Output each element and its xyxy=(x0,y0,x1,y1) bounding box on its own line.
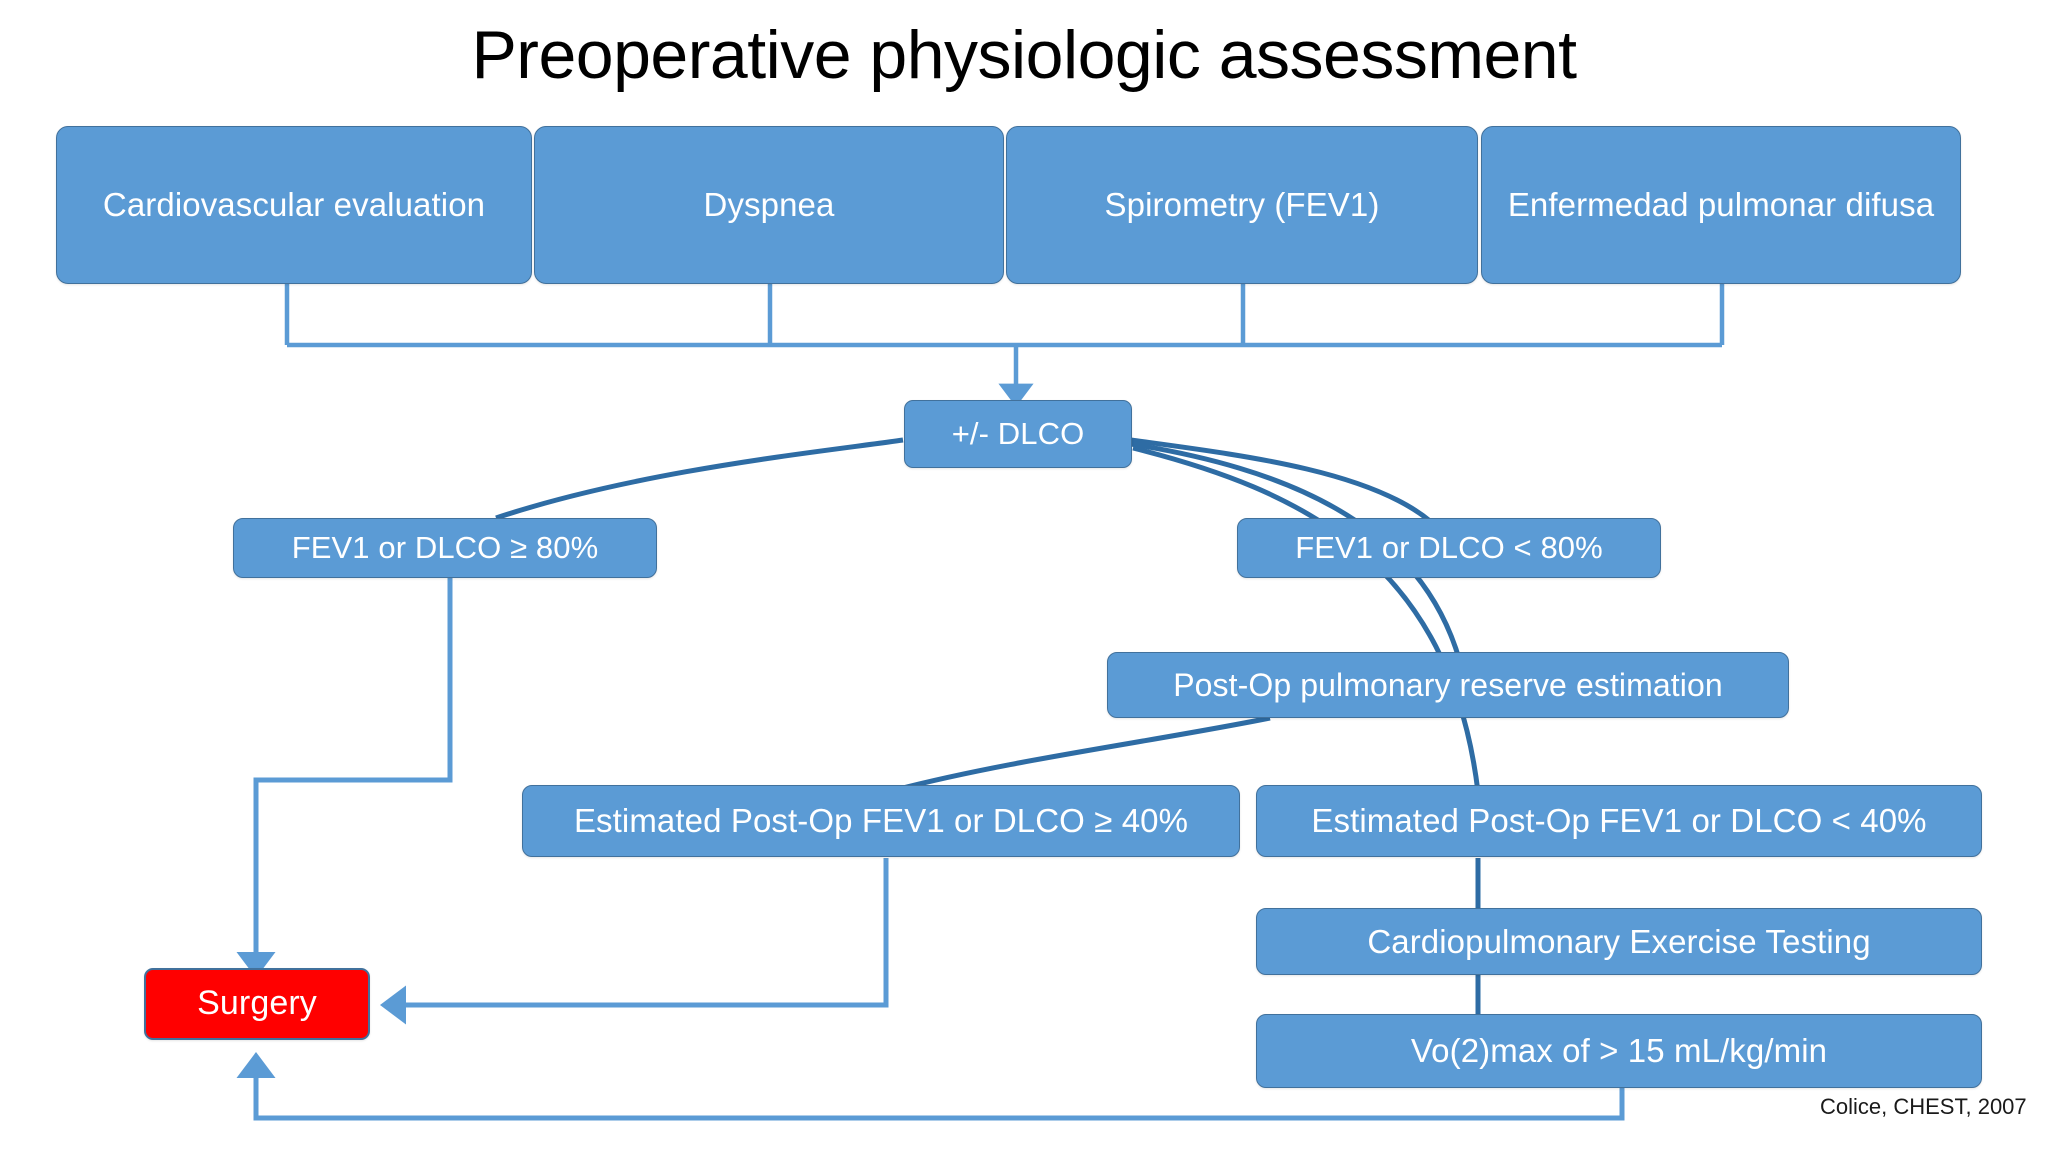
node-label: Enfermedad pulmonar difusa xyxy=(1507,186,1935,224)
fev-ge-80-to-surgery-elbow xyxy=(236,578,453,978)
dlco-to-est-lt-40-curve xyxy=(1132,445,1481,793)
node-label: Spirometry (FEV1) xyxy=(1104,186,1380,224)
node-label: Vo(2)max of > 15 mL/kg/min xyxy=(1410,1032,1828,1070)
node-label: FEV1 or DLCO ≥ 80% xyxy=(291,530,599,566)
node-estimated-postop-lt-40[interactable]: Estimated Post-Op FEV1 or DLCO < 40% xyxy=(1256,785,1982,857)
node-label: Cardiopulmonary Exercise Testing xyxy=(1367,922,1871,960)
node-surgery[interactable]: Surgery xyxy=(144,968,370,1040)
node-fev1-dlco-ge-80[interactable]: FEV1 or DLCO ≥ 80% xyxy=(233,518,657,578)
postop-reserve-to-est-ge-40-curve xyxy=(894,715,1271,793)
node-label: Cardiovascular evaluation xyxy=(102,186,486,224)
node-fev1-dlco-lt-80[interactable]: FEV1 or DLCO < 80% xyxy=(1237,518,1661,578)
node-vo2max[interactable]: Vo(2)max of > 15 mL/kg/min xyxy=(1256,1014,1982,1088)
top-bus-connector xyxy=(284,284,1725,348)
node-label: FEV1 or DLCO < 80% xyxy=(1295,530,1603,566)
node-spirometry-fev1[interactable]: Spirometry (FEV1) xyxy=(1006,126,1478,284)
node-label: Estimated Post-Op FEV1 or DLCO < 40% xyxy=(1311,802,1927,840)
citation-text: Colice, CHEST, 2007 xyxy=(1820,1094,2027,1119)
page-title: Preoperative physiologic assessment xyxy=(471,17,1577,93)
dlco-to-fev-ge-80-curve xyxy=(495,437,904,521)
node-label: Estimated Post-Op FEV1 or DLCO ≥ 40% xyxy=(573,802,1189,840)
node-dyspnea[interactable]: Dyspnea xyxy=(534,126,1004,284)
node-estimated-postop-ge-40[interactable]: Estimated Post-Op FEV1 or DLCO ≥ 40% xyxy=(522,785,1240,857)
node-enfermedad-pulmonar-difusa[interactable]: Enfermedad pulmonar difusa xyxy=(1481,126,1961,284)
node-label: +/- DLCO xyxy=(951,416,1085,452)
node-cardiopulmonary-exercise-testing[interactable]: Cardiopulmonary Exercise Testing xyxy=(1256,908,1982,975)
node-postop-pulmonary-reserve-estimation[interactable]: Post-Op pulmonary reserve estimation xyxy=(1107,652,1789,718)
node-label: Dyspnea xyxy=(703,186,835,224)
node-label: Post-Op pulmonary reserve estimation xyxy=(1173,666,1723,703)
node-dlco[interactable]: +/- DLCO xyxy=(904,400,1132,468)
node-label: Surgery xyxy=(197,984,317,1023)
est-ge-40-to-surgery-elbow xyxy=(380,858,889,1025)
dlco-to-fev-lt-80-curve xyxy=(1130,437,1432,523)
node-cardiovascular-evaluation[interactable]: Cardiovascular evaluation xyxy=(56,126,532,284)
